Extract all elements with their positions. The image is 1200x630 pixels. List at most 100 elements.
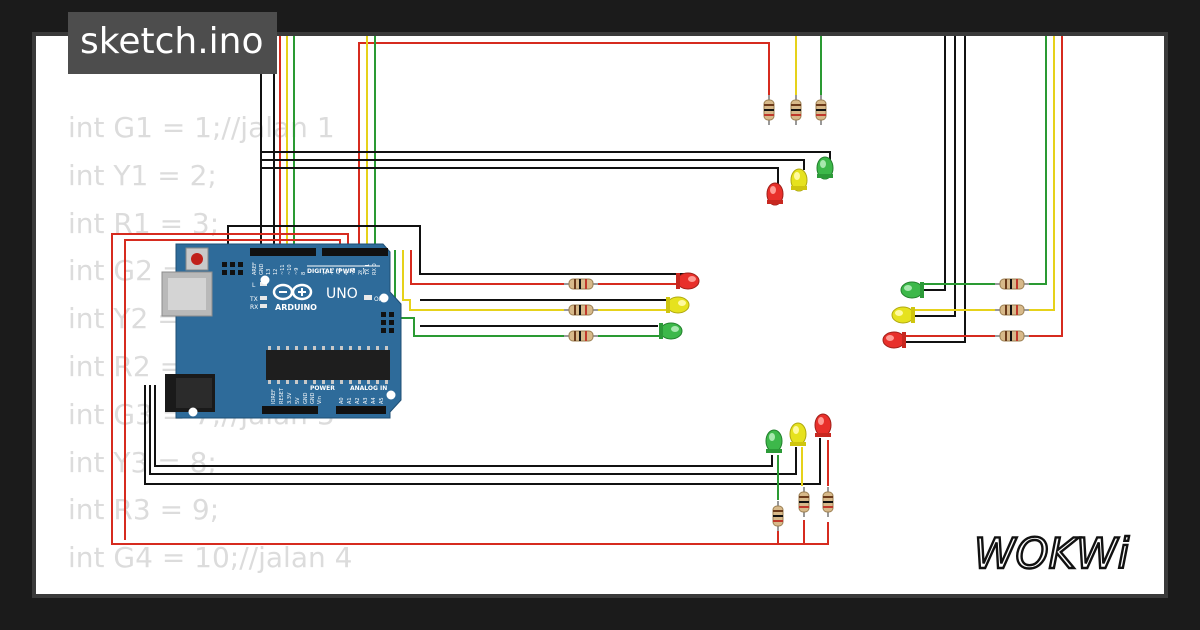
led-bottom-red bbox=[814, 413, 832, 437]
bottom-headers bbox=[262, 406, 386, 414]
code-line: int G4 = 10;//jalan 4 bbox=[68, 541, 353, 575]
resistor-mid-3 bbox=[564, 330, 598, 342]
pin-label-a4: A4 bbox=[371, 397, 377, 404]
resistor-mid-1 bbox=[564, 278, 598, 290]
label-tx: TX bbox=[249, 296, 258, 303]
pin-label-5: ~5 bbox=[337, 268, 343, 275]
pin-label-a3: A3 bbox=[363, 397, 369, 404]
wire-green-r bbox=[1024, 36, 1047, 285]
wire-black-bottom-1 bbox=[154, 385, 773, 467]
power-header-label: POWER bbox=[310, 385, 335, 392]
label-rx: RX bbox=[250, 304, 258, 311]
pin-label-3: ~3 bbox=[351, 268, 357, 275]
led-bottom-yellow bbox=[789, 422, 807, 446]
wire-red-loop bbox=[111, 233, 779, 545]
resistor-bottom-2 bbox=[798, 487, 810, 517]
pin-label-4: 4 bbox=[344, 272, 350, 275]
pin-label-a5: A5 bbox=[379, 397, 385, 404]
resistor-right-2 bbox=[995, 304, 1029, 316]
top-pin-labels: AREF GND 13 12 ~11 ~10 ~9 8 7 ~6 ~5 4 ~3… bbox=[252, 262, 378, 276]
led-mid-yellow bbox=[666, 296, 690, 314]
pin-label-ioref: IOREF bbox=[271, 389, 277, 404]
pin-label-a1: A1 bbox=[347, 397, 353, 404]
wire-black-bottom-3 bbox=[144, 385, 821, 485]
arduino-logo bbox=[272, 283, 313, 301]
code-line: int G1 = 1;//jalan 1 bbox=[68, 111, 335, 144]
resistor-bottom-3 bbox=[822, 487, 834, 517]
pin-label-a2: A2 bbox=[355, 397, 361, 404]
wire-black-bottom-2 bbox=[149, 385, 797, 475]
pin-label-reset: RESET bbox=[279, 387, 285, 404]
digital-header-label: DIGITAL (PWM ~) bbox=[307, 268, 365, 275]
pin-label-vin: Vin bbox=[317, 396, 323, 404]
pin-label-gnd-b: GND bbox=[310, 392, 316, 404]
digital-header bbox=[250, 248, 388, 256]
pin-label-a0: A0 bbox=[339, 397, 345, 404]
label-l: L bbox=[252, 282, 256, 289]
pin-label-gnd: GND bbox=[259, 263, 265, 275]
wire-black-bus-2 bbox=[261, 159, 805, 170]
led-bottom-green bbox=[765, 429, 783, 453]
wire-black-r3 bbox=[898, 36, 966, 343]
code-line: int Y4 = 11; bbox=[68, 582, 352, 594]
resistor-bottom-1 bbox=[772, 501, 784, 531]
wire-black-bus-3 bbox=[261, 167, 779, 185]
pin-label-9: ~9 bbox=[294, 268, 300, 275]
leds bbox=[659, 156, 924, 453]
wokwi-logo-text: WOKWi bbox=[974, 529, 1130, 578]
pin-label-10: ~10 bbox=[287, 264, 293, 275]
wire-red-bottom bbox=[778, 522, 829, 545]
code-line: int R3 = 9; bbox=[68, 493, 220, 527]
pin-label-5v: 5V bbox=[295, 397, 301, 404]
pin-label-rx0: RX 0 bbox=[372, 263, 378, 275]
led-top-red bbox=[766, 182, 784, 206]
led-mid-green bbox=[659, 322, 683, 340]
resistor-top-2 bbox=[790, 95, 802, 125]
code-line: int R1 = 3; bbox=[68, 206, 220, 240]
pin-label-11: ~11 bbox=[280, 264, 286, 275]
analog-header-label: ANALOG IN bbox=[350, 385, 387, 392]
wires bbox=[111, 36, 1063, 545]
pin-label-8: 8 bbox=[301, 272, 307, 275]
led-mid-red bbox=[676, 272, 700, 290]
board-brand: ARDUINO bbox=[275, 303, 317, 312]
label-on: ON bbox=[374, 296, 383, 303]
atmega-chip bbox=[266, 346, 390, 384]
wire-black-r1 bbox=[915, 36, 946, 291]
pin-label-gnd-a: GND bbox=[303, 392, 309, 404]
resistors bbox=[564, 95, 1029, 531]
resistor-top-1 bbox=[763, 95, 775, 125]
pin-label-13: 13 bbox=[266, 269, 272, 275]
bottom-pin-labels: IOREF RESET 3.3V 5V GND GND Vin A0 A1 A2… bbox=[271, 387, 385, 404]
icsp-header-2 bbox=[381, 312, 394, 333]
resistor-right-3 bbox=[995, 330, 1029, 342]
mounting-holes bbox=[188, 275, 396, 417]
pin-label-aref: AREF bbox=[252, 262, 258, 275]
pin-label-7: 7 bbox=[323, 272, 329, 275]
icsp-header bbox=[222, 262, 243, 275]
wire-green-mid bbox=[394, 250, 564, 337]
wokwi-logo[interactable]: WOKWi bbox=[972, 528, 1152, 578]
file-name-tab[interactable]: sketch.ino bbox=[68, 12, 278, 74]
wire-yellow-r bbox=[1024, 36, 1055, 311]
wire-yellow-mid bbox=[402, 250, 564, 311]
led-right-yellow bbox=[891, 306, 915, 324]
wire-black-bus-1 bbox=[261, 151, 831, 160]
wire-red-r bbox=[1024, 36, 1063, 337]
wire-red-mid bbox=[410, 250, 564, 285]
resistor-right-1 bbox=[995, 278, 1029, 290]
led-right-green bbox=[900, 281, 924, 299]
code-line: int Y1 = 2; bbox=[68, 158, 217, 192]
pin-label-2: 2 bbox=[358, 272, 364, 275]
led-right-red bbox=[882, 331, 906, 349]
wire-red-3-up bbox=[358, 42, 770, 250]
pin-label-6: ~6 bbox=[330, 268, 336, 275]
pin-label-12: 12 bbox=[273, 269, 279, 275]
pin-label-tx1: TX 1 bbox=[365, 264, 371, 276]
resistor-mid-2 bbox=[564, 304, 598, 316]
arduino-uno-board[interactable]: AREF GND 13 12 ~11 ~10 ~9 8 7 ~6 ~5 4 ~3… bbox=[161, 243, 402, 419]
led-top-green bbox=[816, 156, 834, 180]
led-top-yellow bbox=[790, 168, 808, 192]
